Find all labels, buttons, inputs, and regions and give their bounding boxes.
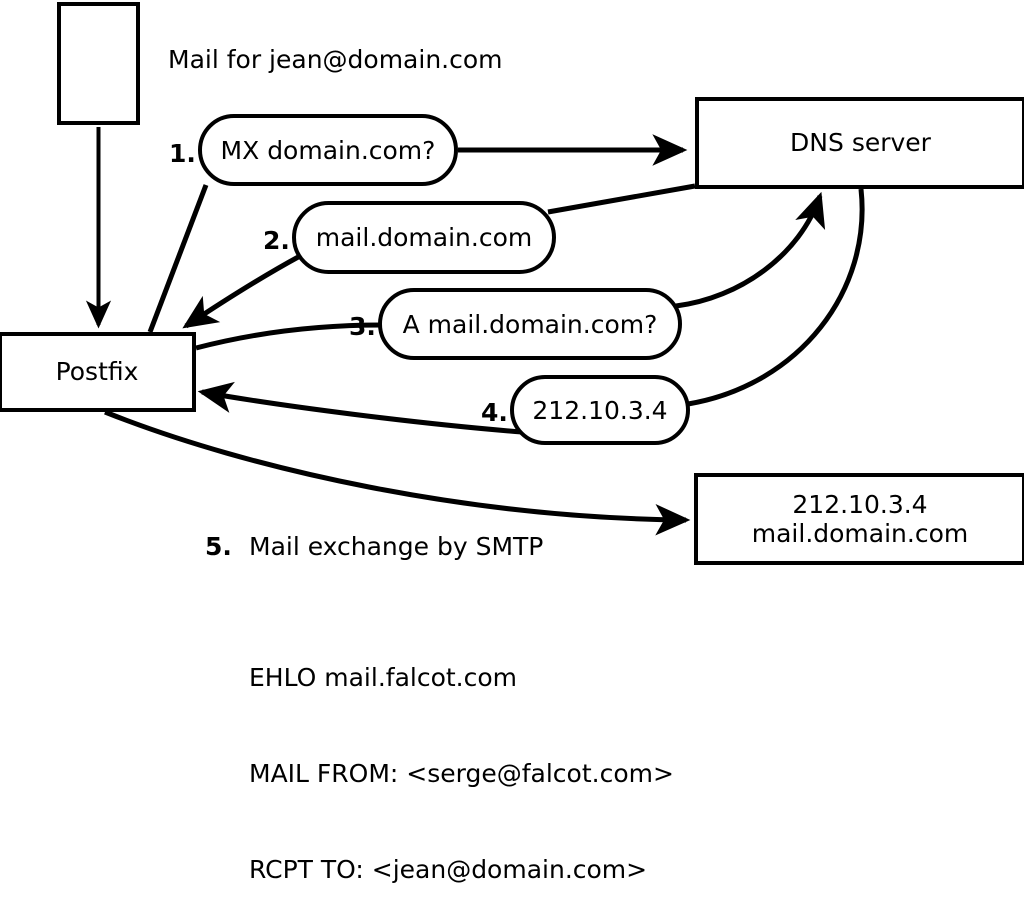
step-number-3: 3. [349,312,376,341]
line-dns-to-step2-bubble [547,183,696,215]
step1-query-bubble[interactable]: MX domain.com? [198,114,458,186]
mail-host-name-label: mail.domain.com [751,519,969,548]
arrow-step3-to-dns [675,191,826,309]
step4-answer-bubble[interactable]: 212.10.3.4 [510,375,690,445]
smtp-line: RCPT TO: <jean@domain.com> [249,855,648,884]
step-number-2: 2. [263,226,290,255]
step-number-5: 5. [205,532,232,561]
smtp-transcript-block: EHLO mail.falcot.com MAIL FROM: <serge@f… [249,598,674,919]
step5-label: Mail exchange by SMTP [249,532,544,561]
dns-server-node[interactable]: DNS server [695,97,1024,189]
client-mailbox-node[interactable] [57,2,140,125]
step2-answer-text: mail.domain.com [315,223,533,252]
step3-query-text: A mail.domain.com? [402,309,658,339]
step1-query-text: MX domain.com? [220,135,436,165]
postfix-server-label: Postfix [55,357,139,387]
line-postfix-to-step1-bubble [147,184,209,333]
line-dns-to-step4-bubble [687,188,865,407]
step-number-4: 4. [481,398,508,427]
dns-server-label: DNS server [790,128,931,158]
mail-host-ip-label: 212.10.3.4 [792,489,928,519]
postfix-server-node[interactable]: Postfix [0,332,196,412]
smtp-line: EHLO mail.falcot.com [249,663,518,692]
arrow-step2-to-postfix [182,253,302,329]
step2-answer-bubble[interactable]: mail.domain.com [292,201,556,274]
step-number-1: 1. [169,139,196,168]
incoming-mail-label: Mail for jean@domain.com [168,45,503,74]
step4-answer-text: 212.10.3.4 [532,395,668,425]
step3-query-bubble[interactable]: A mail.domain.com? [378,288,682,360]
smtp-line: MAIL FROM: <serge@falcot.com> [249,759,674,788]
mail-host-node[interactable]: 212.10.3.4 mail.domain.com [694,473,1024,565]
arrow-step4-to-postfix [197,381,523,435]
